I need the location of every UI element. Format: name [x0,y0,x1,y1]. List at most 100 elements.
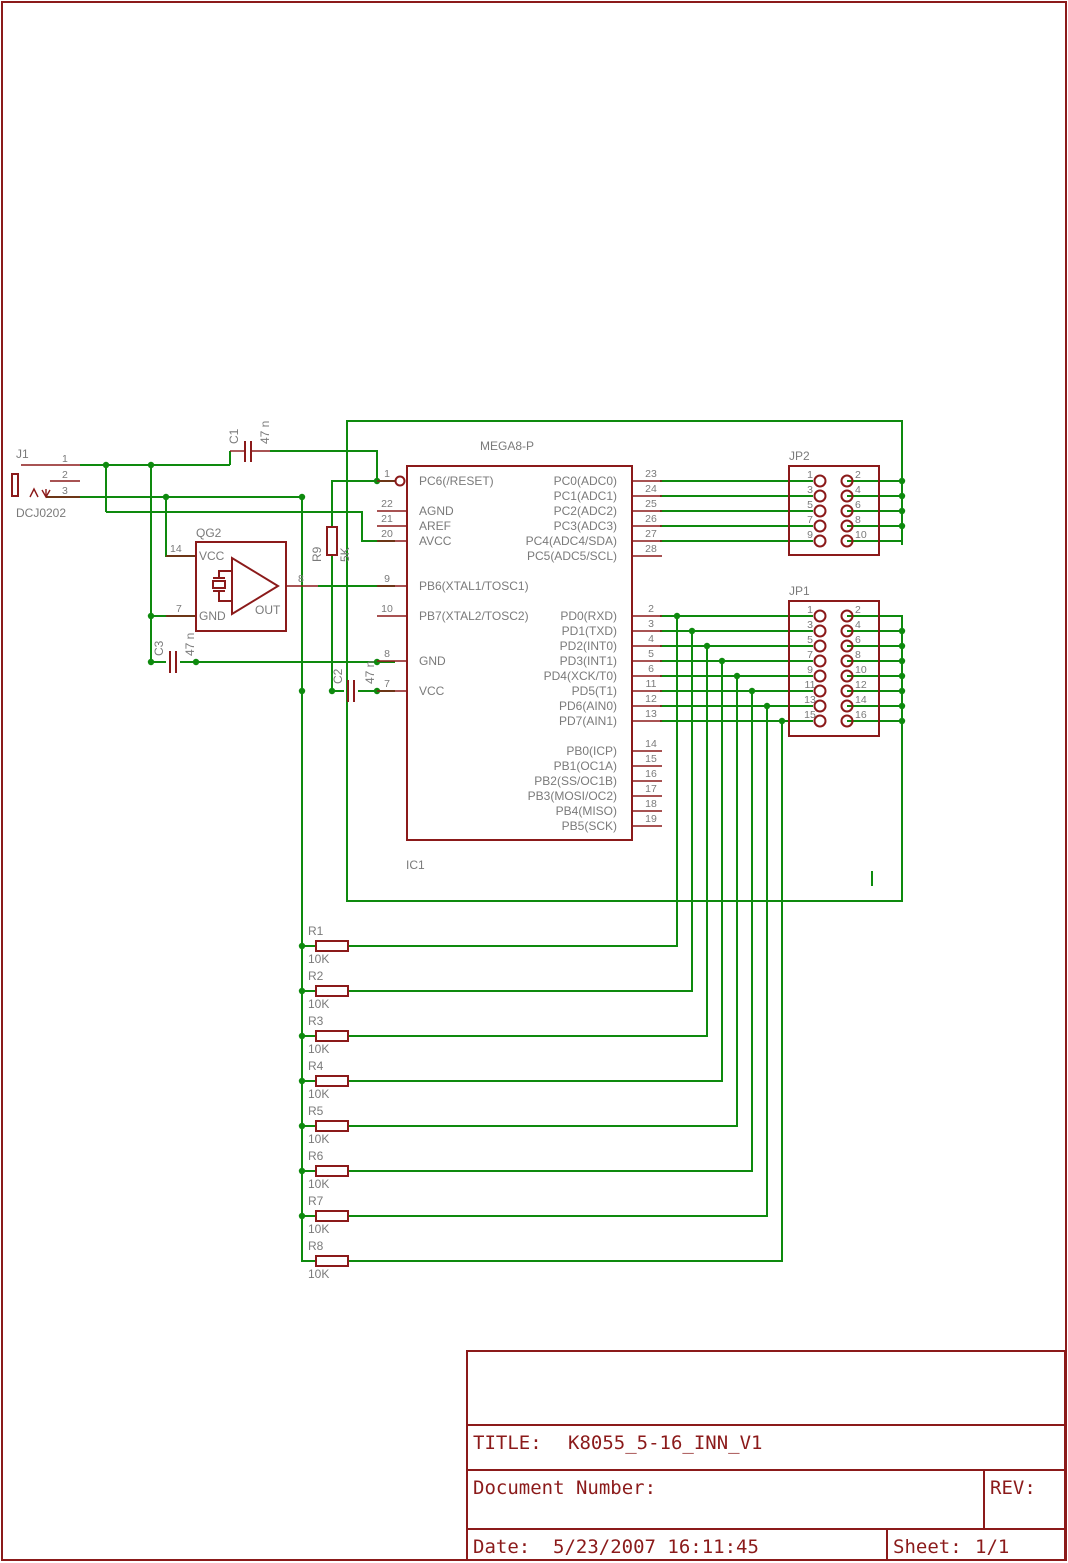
j1-pin1: 1 [62,453,68,465]
jp1-pin-even-number: 4 [855,619,861,631]
jp2-pin-even [840,534,854,548]
jp1-pin-odd [813,654,827,668]
pullup-resistor-value: 10K [308,1267,329,1281]
ic1-right-pin-number: 16 [645,768,657,780]
j1-pin3: 3 [62,485,68,497]
junctions [102,461,906,1220]
r9-value: 5K [338,547,352,562]
oscillator-qg2: QG2 VCC GND OUT 14 7 8 [166,526,318,632]
ic1-right-pin-number: 5 [648,648,654,660]
jp2-pin-odd-number: 1 [807,469,813,481]
pullup-resistor [315,940,349,952]
ic1-right-pin-number: 23 [645,468,657,480]
qg2-pin14: 14 [170,543,182,555]
document-number-label: Document Number: [473,1477,656,1499]
ic1-right-pin-number: 26 [645,513,657,525]
jp2-pin-even-number: 6 [855,499,861,511]
ic1-left-pin-number: 7 [384,678,390,690]
ic1-right-pin-number: 12 [645,693,657,705]
jp1-pin-odd-number: 15 [804,709,816,721]
ic1-left-pin-number: 10 [381,603,393,615]
jp1-pin-even-number: 16 [855,709,867,721]
jp1-pin-odd-number: 5 [807,634,813,646]
ic1-left-pin-name: GND [419,654,446,668]
ic1-right-pin-name: PC2(ADC2) [554,504,617,518]
c1-ref: C1 [227,428,241,444]
ic1-left-pin-name: PC6(/RESET) [419,474,494,488]
ic1-right-pin-name: PD3(INT1) [560,654,617,668]
jp1-pin-odd-number: 9 [807,664,813,676]
ic1-left-pin-name: AREF [419,519,451,533]
ic1-left-pin-number: 8 [384,648,390,660]
ic1-right-pin-name: PB1(OC1A) [554,759,617,773]
ic1-right-pin-name: PD7(AIN1) [559,714,617,728]
jp1-pin-odd-number: 7 [807,649,813,661]
title-value: K8055_5-16_INN_V1 [568,1432,762,1454]
jp2-pin-even [840,519,854,533]
ic1-right-pin-name: PD6(AIN0) [559,699,617,713]
jp2-pin-even [840,489,854,503]
jp1-pin-even [840,609,854,623]
ic1-right-pin-name: PB3(MOSI/OC2) [528,789,617,803]
jp1-pin-odd [813,714,827,728]
ic1-left-pin-number: 22 [381,498,393,510]
ic1-left-pin-number: 21 [381,513,393,525]
ic1-left-pin-name: VCC [419,684,445,698]
jp2-pin-odd-number: 3 [807,484,813,496]
ic1-left-pin-number: 1 [384,468,390,480]
pullup-resistor-ref: R3 [308,1014,324,1028]
sheet-label: Sheet: [893,1536,962,1558]
rev-label: REV: [990,1477,1036,1499]
pullup-resistor [315,1255,349,1267]
ic1-right-pin-name: PD0(RXD) [560,609,617,623]
jp1-pin-odd [813,684,827,698]
pullup-resistor-value: 10K [308,997,329,1011]
ic1-right-pin-name: PC0(ADC0) [554,474,617,488]
title-label: TITLE: [473,1432,542,1454]
c1-value: 47 n [258,421,272,444]
ic1-right-pin-name: PC5(ADC5/SCL) [527,549,617,563]
ic1-right-pin-number: 18 [645,798,657,810]
sheet-value: 1/1 [975,1536,1009,1558]
jp2-pin-odd-number: 9 [807,529,813,541]
ic1-right-pin-number: 3 [648,618,654,630]
jp1-pin-even [840,714,854,728]
pullup-resistor [315,1030,349,1042]
ic1-left-pin-name: AVCC [419,534,452,548]
pullup-resistor-value: 10K [308,1042,329,1056]
jp2-pin-odd [813,474,827,488]
jp2-pin-odd-number: 5 [807,499,813,511]
ic1-right-pin-name: PC1(ADC1) [554,489,617,503]
jp1-pin-even-number: 2 [855,604,861,616]
ic1-right-pin-number: 28 [645,543,657,555]
jp2-pin-even [840,504,854,518]
ic1-right-pin-number: 14 [645,738,657,750]
jp1-pin-even-number: 14 [855,694,867,706]
ic1-left-pin-name: AGND [419,504,454,518]
qg2-ref: QG2 [196,526,222,540]
ic1-right-pin-number: 24 [645,483,657,495]
qg2-pin7: 7 [176,603,182,615]
ic1-left-pin-number: 9 [384,573,390,585]
c2-ref: C2 [331,668,345,684]
c2-value: 47 n [363,661,377,684]
ic1-right-pin-number: 6 [648,663,654,675]
capacitor-c3: C3 47 n [152,633,197,673]
pullup-resistor [315,1165,349,1177]
pullup-resistor-ref: R8 [308,1239,324,1253]
pullup-resistor-ref: R1 [308,924,324,938]
jp2-pin-even-number: 4 [855,484,861,496]
ic1-right-pin-number: 17 [645,783,657,795]
jp1-pin-even-number: 6 [855,634,861,646]
jp1-pin-odd [813,624,827,638]
pullup-resistor-value: 10K [308,1087,329,1101]
ic1-right-pin-number: 19 [645,813,657,825]
jp2-pin-odd [813,489,827,503]
